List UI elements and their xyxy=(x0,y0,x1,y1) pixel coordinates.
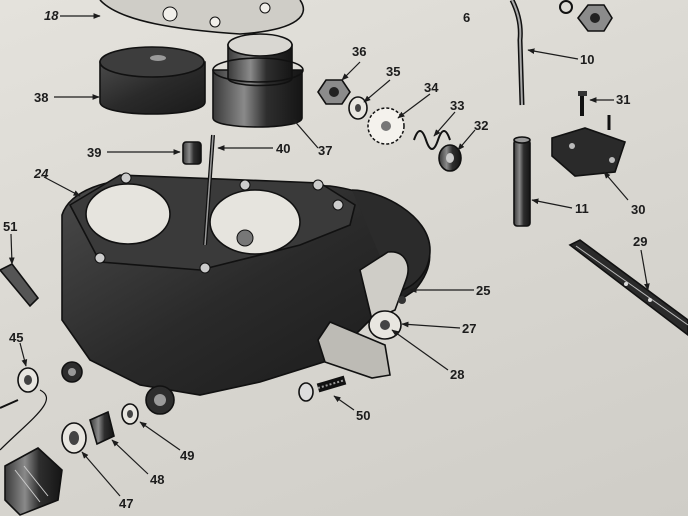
washer-part-49 xyxy=(121,403,139,425)
callout-25: 25 xyxy=(476,283,490,298)
float-part-38 xyxy=(99,46,206,115)
plate-part-30 xyxy=(551,127,627,177)
callout-29: 29 xyxy=(633,234,647,249)
callout-35: 35 xyxy=(386,64,400,79)
callout-32: 32 xyxy=(474,118,488,133)
callout-37: 37 xyxy=(318,143,332,158)
callout-49: 49 xyxy=(180,448,194,463)
tube-part-11 xyxy=(513,136,531,227)
screw-part-31 xyxy=(578,91,611,130)
callout-36: 36 xyxy=(352,44,366,59)
gasket-part-18 xyxy=(99,0,305,35)
callout-27: 27 xyxy=(462,321,476,336)
valve-part-39 xyxy=(182,141,202,165)
rod-part-10 xyxy=(509,0,525,106)
callout-33: 33 xyxy=(450,98,464,113)
gear-part-34 xyxy=(367,107,405,145)
needle-part-51 xyxy=(0,262,40,308)
callout-24: 24 xyxy=(33,166,49,181)
callout-30: 30 xyxy=(631,202,645,217)
spring-part-33 xyxy=(413,130,451,150)
nut-part-36 xyxy=(317,79,351,105)
callout-50: 50 xyxy=(356,408,370,423)
top-nut-part xyxy=(559,0,613,32)
gasket-strip-part-29 xyxy=(568,239,688,337)
fitting-part-47 xyxy=(4,422,87,516)
callout-6: 6 xyxy=(463,10,470,25)
callout-34: 34 xyxy=(424,80,439,95)
callout-51: 51 xyxy=(3,219,17,234)
jet-part-48 xyxy=(89,410,115,446)
callout-39: 39 xyxy=(87,145,101,160)
washer-part-45 xyxy=(0,367,47,451)
callout-48: 48 xyxy=(150,472,164,487)
callout-40: 40 xyxy=(276,141,290,156)
screw-part-50 xyxy=(298,375,347,402)
washer-part-35 xyxy=(348,96,368,120)
callout-47: 47 xyxy=(119,496,133,511)
callout-18: 18 xyxy=(44,8,59,23)
callout-38: 38 xyxy=(34,90,48,105)
callout-31: 31 xyxy=(616,92,630,107)
callout-10: 10 xyxy=(580,52,594,67)
ring-part-32 xyxy=(438,144,462,172)
callout-28: 28 xyxy=(450,367,464,382)
callout-labels: 18 6 10 36 35 34 33 32 31 38 37 39 40 24… xyxy=(3,8,647,511)
callout-11: 11 xyxy=(575,201,589,216)
throttle-lever-part-25 xyxy=(359,251,409,322)
venturi-part-37 xyxy=(212,33,304,128)
leader-lines xyxy=(8,13,650,497)
callout-45: 45 xyxy=(9,330,23,345)
